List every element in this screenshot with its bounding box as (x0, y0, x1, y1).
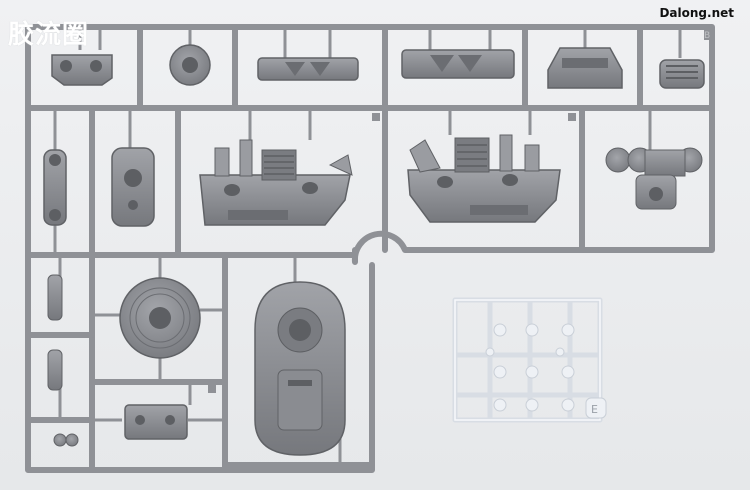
clear-parts (485, 323, 575, 412)
part-small-left-1 (47, 274, 63, 321)
clear-sprue-edge (454, 299, 601, 421)
part-bracket-top-left (51, 54, 113, 86)
part-bracket-bottom (124, 404, 188, 440)
svg-text:E: E (591, 403, 598, 416)
site-label: Dalong.net (659, 6, 734, 20)
part-small-left-2 (47, 349, 79, 447)
part-stick-left (43, 149, 67, 226)
part-bar-top-2 (401, 49, 515, 79)
part-large-disc (119, 277, 201, 359)
part-vent-block (659, 59, 705, 89)
part-cylinder (111, 147, 155, 227)
part-ring-top (169, 44, 211, 86)
part-joint-right (605, 147, 703, 210)
part-engine-right (407, 134, 561, 223)
clear-tag: E (585, 397, 607, 419)
sprue-tag-gray: B (704, 31, 710, 41)
part-bar-top-1 (257, 57, 359, 81)
part-engine-left (199, 139, 353, 226)
watermark-logo: 胶流圈 (8, 20, 90, 50)
sprue-notch (351, 230, 408, 263)
part-cap-top (547, 47, 623, 89)
part-oval-shield (254, 281, 346, 456)
